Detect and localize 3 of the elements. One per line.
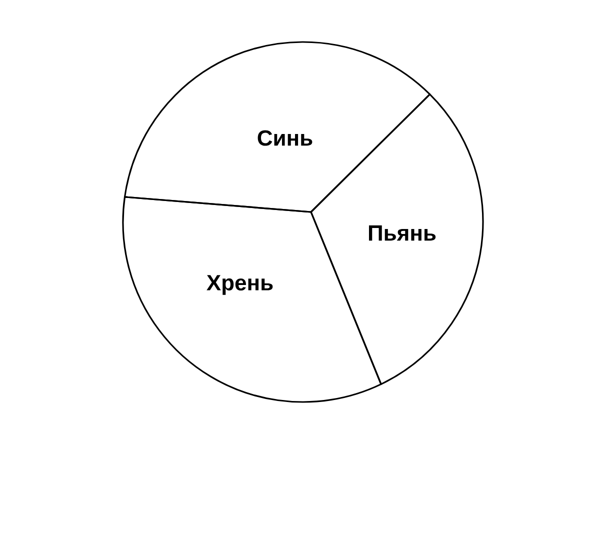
sector-label: Пьянь [368, 225, 436, 241]
sector-label: Синь [258, 130, 312, 146]
sector-label: Хрень [206, 275, 273, 295]
